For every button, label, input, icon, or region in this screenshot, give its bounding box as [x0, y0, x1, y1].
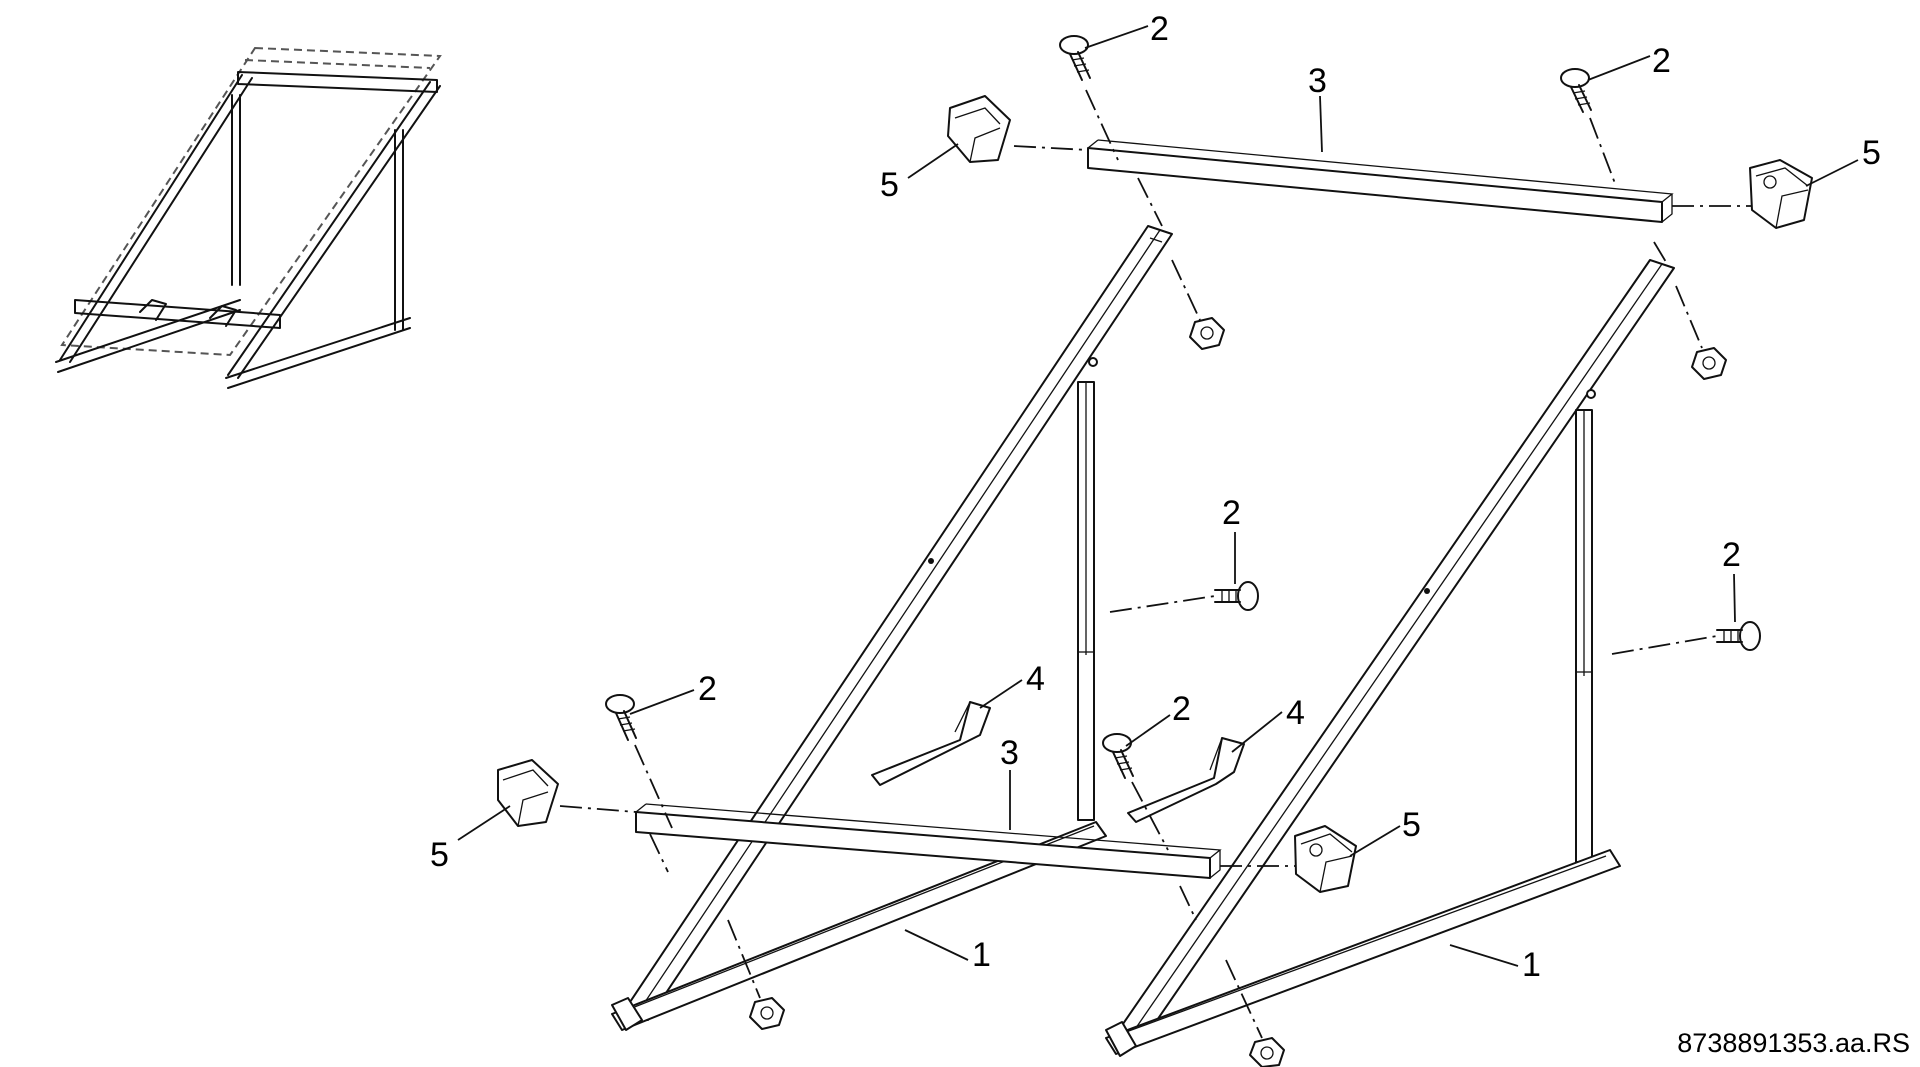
hex-nuts [749, 317, 1727, 1067]
document-id: 8738891353.aa.RS [1677, 1028, 1910, 1058]
callout-3-top: 3 [1308, 62, 1327, 100]
mounting-hooks [871, 701, 1245, 823]
callout-2-bottom-mid: 2 [1172, 690, 1191, 728]
callout-labels: 2 2 3 5 5 2 2 2 2 4 4 3 5 5 1 1 [430, 10, 1881, 984]
callout-5-top-left: 5 [880, 166, 899, 204]
assembly-centerlines [559, 89, 1752, 1039]
callout-2-mid-left: 2 [1222, 494, 1241, 532]
callout-3-bottom: 3 [1000, 734, 1019, 772]
bottom-cross-rail [635, 803, 1222, 879]
right-support-frame [1105, 259, 1675, 1057]
top-cross-rail [1087, 139, 1674, 223]
screws [605, 35, 1761, 779]
callout-leaders [457, 25, 1859, 967]
callout-2-mid-right: 2 [1722, 536, 1741, 574]
clamps [497, 95, 1813, 893]
callout-2-top-right: 2 [1652, 42, 1671, 80]
callout-2-bottom-left: 2 [698, 670, 717, 708]
callout-5-bottom-left: 5 [430, 836, 449, 874]
callout-4-left: 4 [1026, 660, 1045, 698]
left-support-frame [611, 225, 1173, 1031]
callout-2-top-left: 2 [1150, 10, 1169, 48]
callout-5-top-right: 5 [1862, 134, 1881, 172]
callout-1-right: 1 [1522, 946, 1541, 984]
overview-thumbnail [55, 46, 442, 389]
callout-4-right: 4 [1286, 694, 1305, 732]
callout-1-left: 1 [972, 936, 991, 974]
callout-5-bottom-right: 5 [1402, 806, 1421, 844]
